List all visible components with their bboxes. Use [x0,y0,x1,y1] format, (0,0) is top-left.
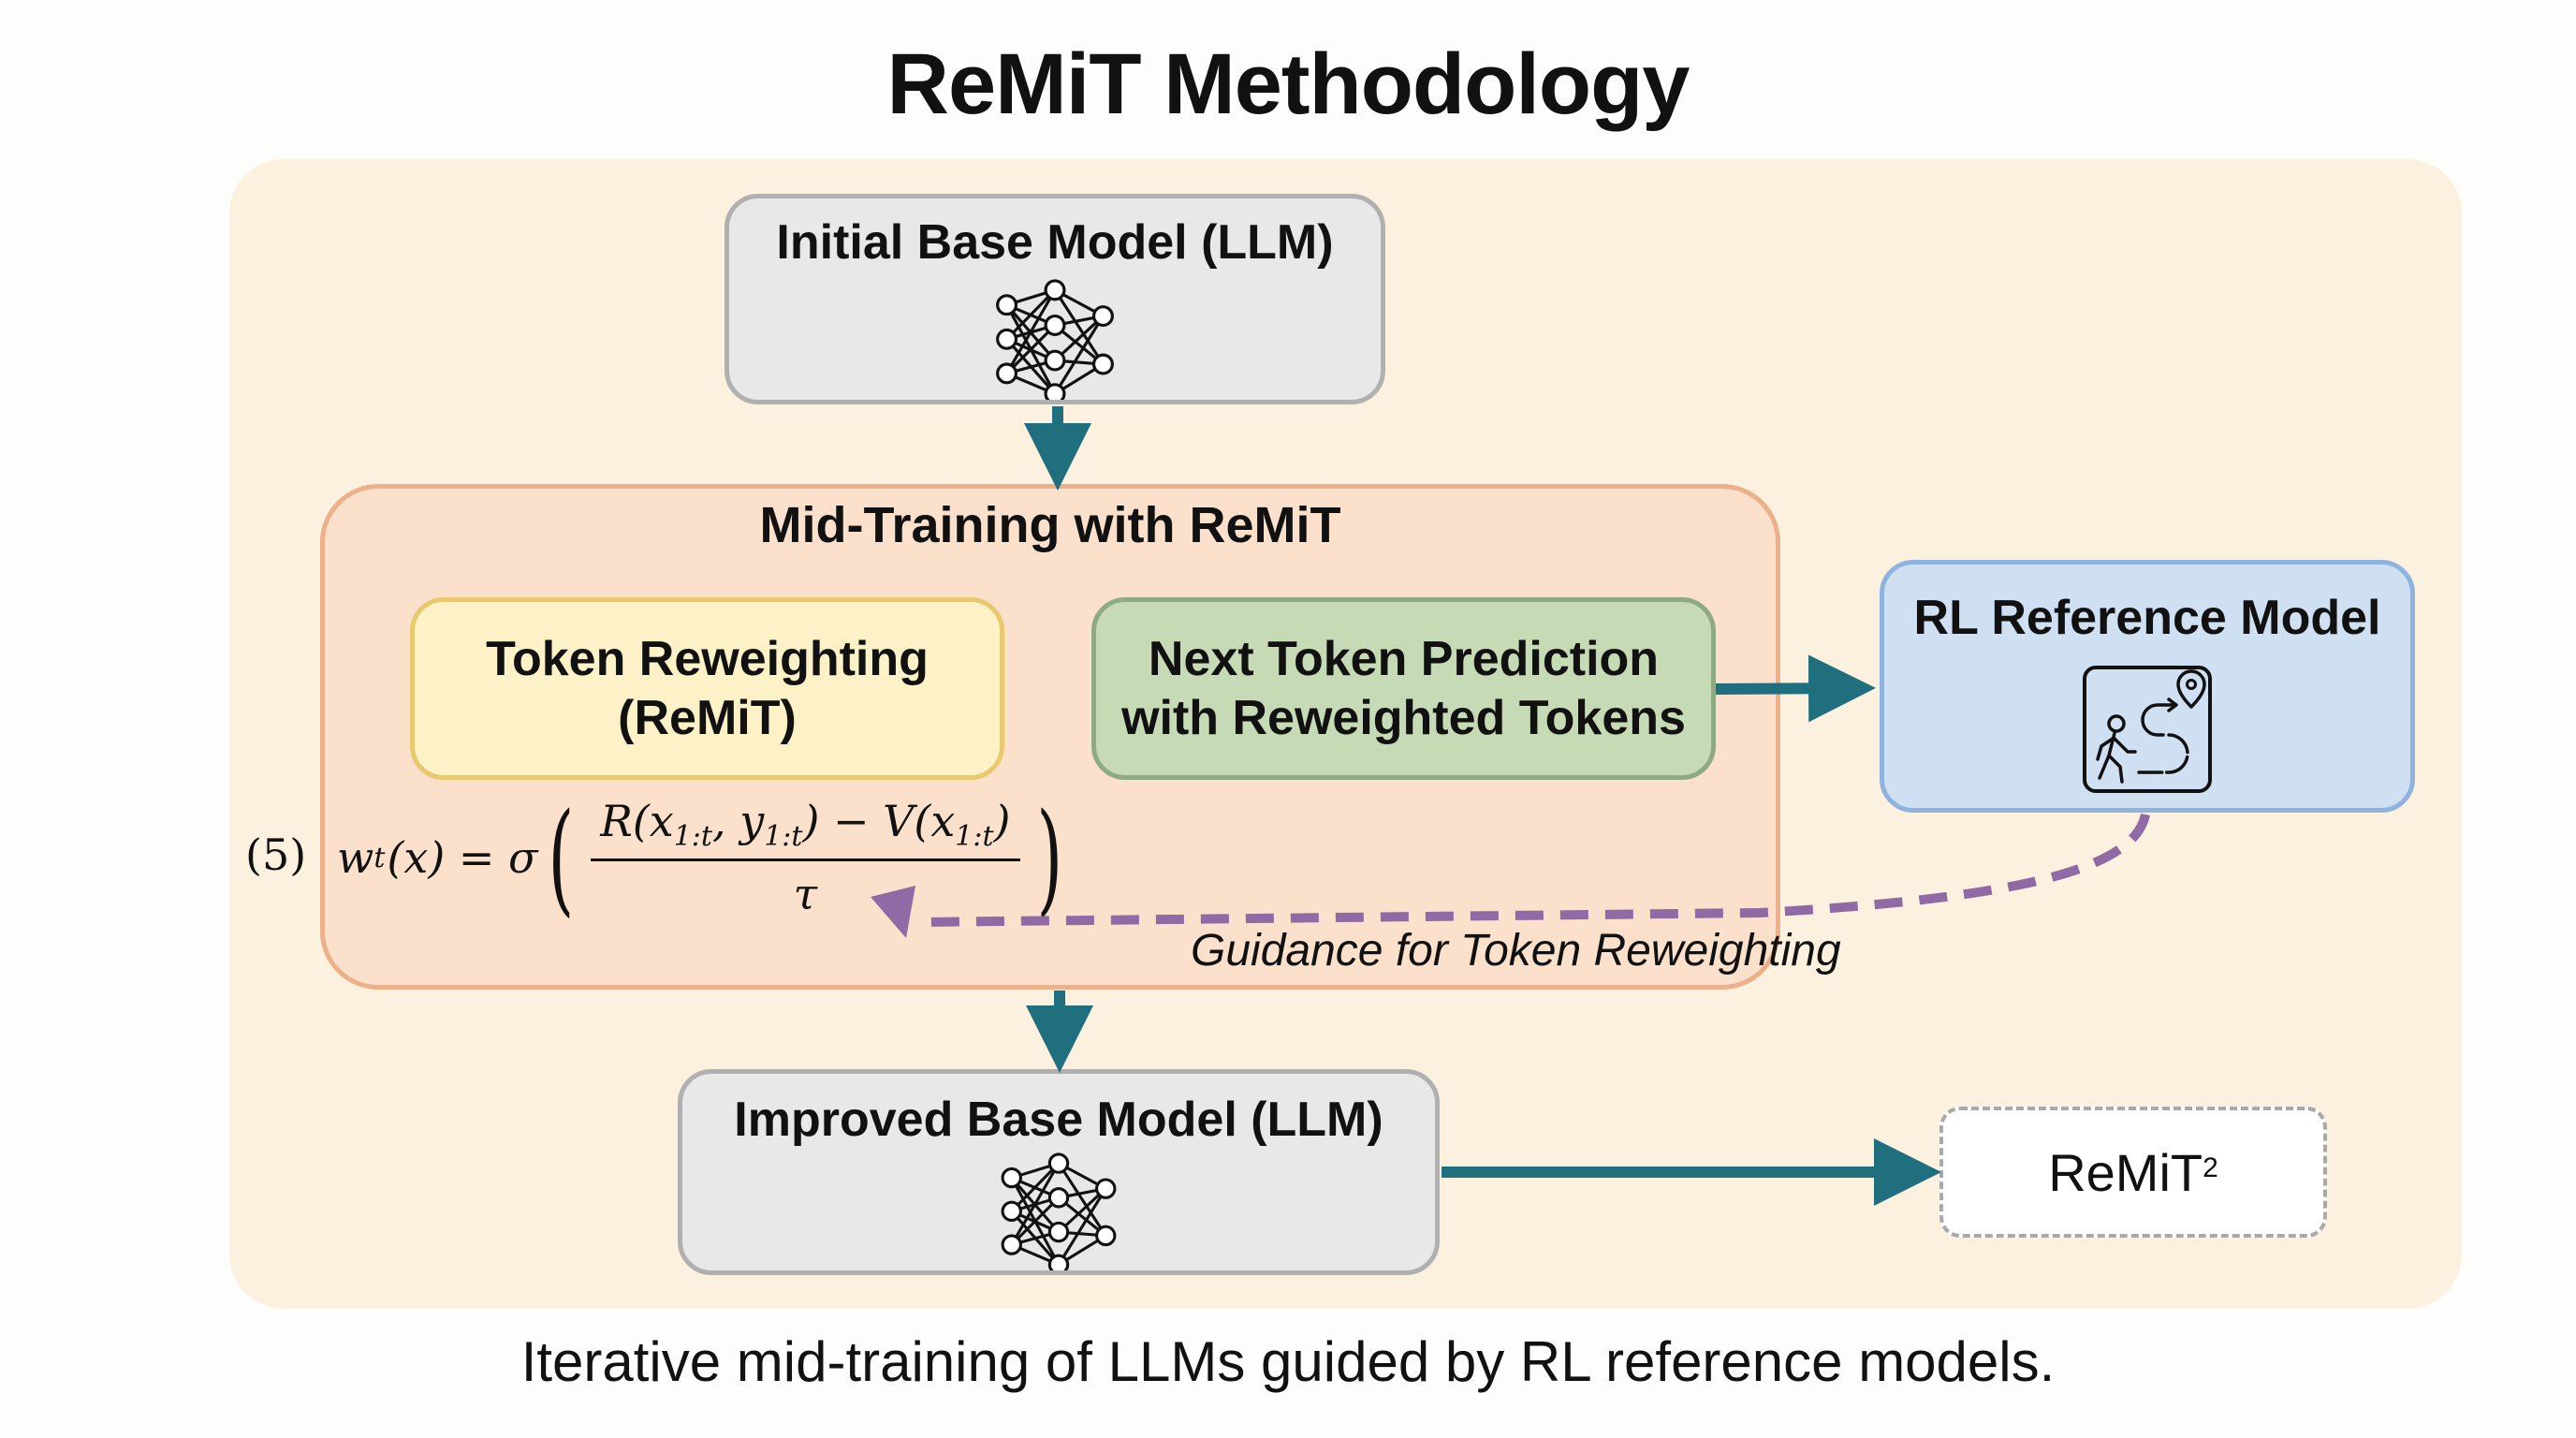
nn-node [1047,1222,1070,1243]
nn-node [1044,383,1066,400]
eq-num-sub2: 1:t [764,820,803,854]
nn-edge [1057,1187,1107,1234]
eq-num-minus: ) − V(x [802,796,956,846]
nn-edge [1053,315,1105,395]
nn-edge [1053,289,1105,366]
eq-lhs-arg: (x) = σ [387,832,538,884]
neural-network-icon [1001,1152,1117,1270]
guidance-label: Guidance for Token Reweighting [1191,926,1841,976]
eq-fraction: R(x1:t, y1:t) − V(x1:t) τ [591,796,1020,920]
equation-number: (5) [245,829,307,880]
nn-node [1091,353,1114,375]
token-reweighting-line2: (ReMiT) [618,690,797,745]
improved-base-model-label: Improved Base Model (LLM) [734,1093,1383,1147]
nn-node [996,362,1018,385]
nn-edge [1053,315,1105,362]
nn-node [1047,1152,1070,1175]
token-reweighting-line1: Token Reweighting [486,632,929,687]
diagram-title: ReMiT Methodology [886,37,1690,132]
nn-edge [1005,289,1057,375]
nn-node [1095,1225,1117,1247]
nn-node [1001,1167,1022,1189]
nn-edge [1057,1163,1107,1238]
rl-reference-model-label: RL Reference Model [1913,591,2381,645]
nn-node [1091,305,1114,328]
nn-edge [1010,1162,1061,1213]
eq-denominator: τ [793,869,818,920]
initial-base-model-node: Initial Base Model (LLM) [724,194,1385,404]
eq-num-sub1: 1:t [673,820,712,854]
rl-reference-model-node: RL Reference Model [1880,560,2415,813]
eq-num-comma: , y [711,796,765,846]
guidance-arrow-head [871,886,915,938]
nn-node [996,329,1018,351]
nn-node [1001,1234,1022,1256]
nn-node [1044,349,1066,372]
remit-squared-superscript: 2 [2203,1152,2218,1183]
mid-training-title: Mid-Training with ReMiT [759,497,1341,553]
nn-edge [1010,1163,1061,1246]
eq-lhs-sub: t [373,841,386,874]
initial-base-model-label: Initial Base Model (LLM) [776,215,1334,270]
eq-num-r: R(x [600,796,674,846]
nn-edge [1057,1188,1107,1267]
eq-numerator: R(x1:t, y1:t) − V(x1:t) [591,796,1020,862]
nn-node [1044,279,1066,301]
eq-num-close: ) [993,796,1011,846]
nn-node [996,294,1018,316]
path-navigation-icon [2083,666,2212,794]
neural-network-icon [996,279,1114,400]
nn-node [1047,1187,1070,1209]
next-token-prediction-node: Next Token Prediction with Reweighted To… [1091,597,1716,780]
next-token-prediction-line2: with Reweighted Tokens [1121,690,1686,745]
eq-lhs-w: w [337,832,374,884]
nn-edge [1005,289,1057,341]
arrow-ntp-to-rl [1715,654,1876,723]
nn-node [1095,1178,1117,1200]
eq-open-paren: ( [548,786,575,930]
nn-node [1047,1254,1070,1270]
eq-close-paren: ) [1035,786,1062,930]
nn-edge [1010,1196,1061,1247]
token-reweighting-node: Token Reweighting (ReMiT) [410,597,1004,780]
nn-node [1044,315,1066,337]
caption: Iterative mid-training of LLMs guided by… [520,1330,2056,1393]
nn-node [1001,1200,1022,1223]
remit-squared-label: ReMiT [2048,1142,2203,1202]
eq-num-sub3: 1:t [955,820,994,854]
nn-edge [1005,324,1057,375]
next-token-prediction-line1: Next Token Prediction [1148,632,1660,687]
guidance-dashed-arrow [916,813,2150,927]
